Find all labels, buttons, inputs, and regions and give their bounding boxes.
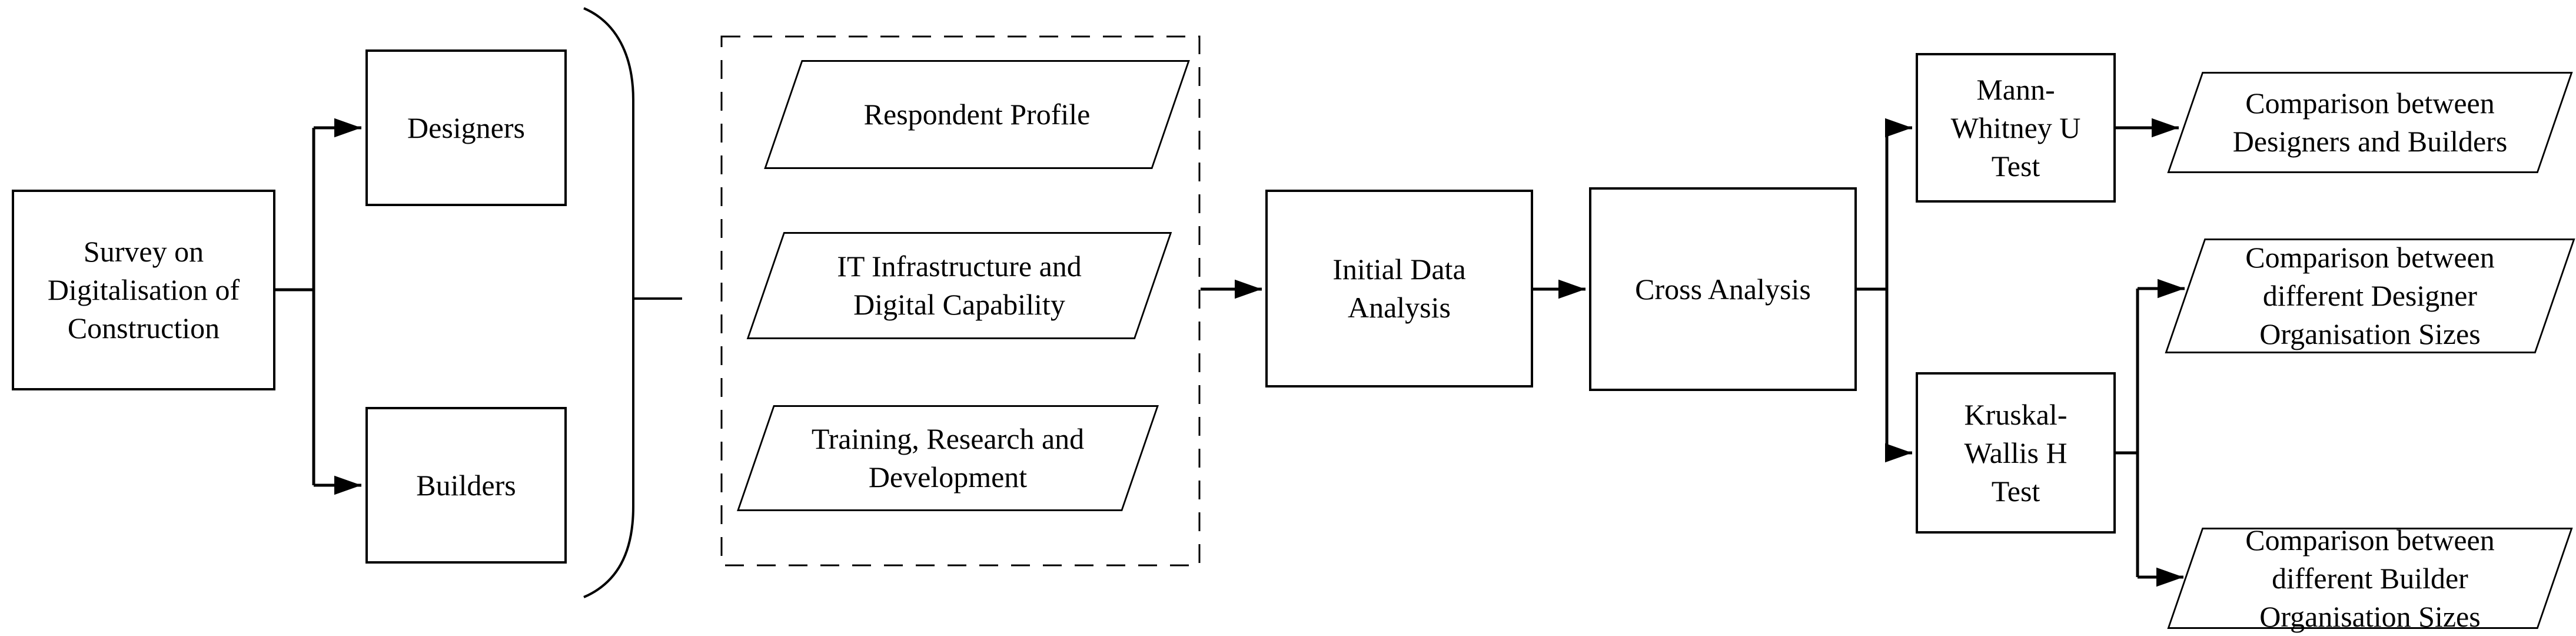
process-box-designers-label: Designers bbox=[407, 111, 525, 144]
initial-data-analysis-label: Initial Data Analysis bbox=[1332, 253, 1466, 324]
process-box-initial-data-analysis: Initial Data Analysis bbox=[1265, 190, 1533, 387]
process-box-survey-label: Survey on Digitalisation of Construction bbox=[47, 235, 240, 344]
process-box-mann-whitney: Mann- Whitney U Test bbox=[1916, 53, 2116, 203]
mann-whitney-label: Mann- Whitney U Test bbox=[1950, 72, 2081, 183]
survey-sections-dashed-box bbox=[720, 35, 1201, 567]
process-box-survey: Survey on Digitalisation of Construction bbox=[12, 190, 275, 390]
io-parallelogram-comparison-builder-sizes: Comparison between different Builder Org… bbox=[2167, 524, 2573, 633]
process-box-builders-label: Builders bbox=[416, 468, 516, 502]
respondent-profile-label: Respondent Profile bbox=[863, 98, 1091, 131]
process-box-designers: Designers bbox=[365, 49, 567, 206]
comparison-builder-sizes-label: Comparison between different Builder Org… bbox=[2245, 523, 2495, 633]
io-parallelogram-respondent-profile: Respondent Profile bbox=[764, 60, 1190, 169]
comparison-designer-sizes-label: Comparison between different Designer Or… bbox=[2245, 241, 2495, 350]
io-parallelogram-it-infrastructure: IT Infrastructure and Digital Capability bbox=[746, 232, 1172, 339]
io-parallelogram-training-rd: Training, Research and Development bbox=[737, 405, 1159, 511]
grouping-brace bbox=[583, 7, 634, 598]
kruskal-wallis-label: Kruskal- Wallis H Test bbox=[1964, 398, 2068, 508]
process-box-builders: Builders bbox=[365, 407, 567, 564]
it-infrastructure-label: IT Infrastructure and Digital Capability bbox=[837, 250, 1082, 321]
process-box-cross-analysis: Cross Analysis bbox=[1589, 187, 1857, 391]
comparison-designers-builders-label: Comparison between Designers and Builder… bbox=[2232, 87, 2508, 158]
process-box-kruskal-wallis: Kruskal- Wallis H Test bbox=[1916, 372, 2116, 534]
training-rd-label: Training, Research and Development bbox=[811, 422, 1085, 493]
io-parallelogram-comparison-designer-sizes: Comparison between different Designer Or… bbox=[2165, 238, 2575, 353]
io-parallelogram-comparison-designers-builders: Comparison between Designers and Builder… bbox=[2167, 72, 2573, 173]
cross-analysis-label: Cross Analysis bbox=[1635, 272, 1811, 306]
